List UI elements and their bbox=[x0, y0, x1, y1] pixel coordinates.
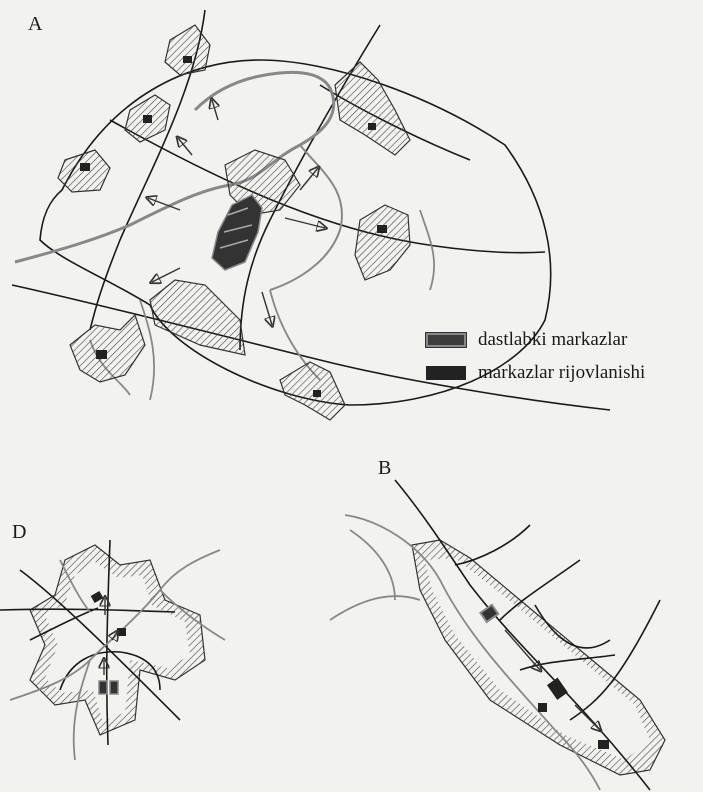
growth-center-a-3 bbox=[80, 163, 90, 171]
district-a-4 bbox=[335, 62, 410, 155]
legend-label-initial-centers: dastlabki markazlar bbox=[478, 329, 627, 351]
arrow-a-2 bbox=[178, 138, 192, 155]
panel-d-map bbox=[0, 540, 225, 760]
legend-item-initial-centers: dastlabki markazlar bbox=[426, 329, 627, 351]
growth-center-d-2 bbox=[117, 628, 126, 636]
arrow-a-5 bbox=[262, 292, 272, 325]
district-a-7 bbox=[280, 362, 345, 420]
panel-d-label: D bbox=[12, 522, 26, 542]
growth-center-a-6 bbox=[96, 350, 107, 359]
panel-a-label: A bbox=[28, 14, 42, 34]
panel-b-label: B bbox=[378, 458, 391, 478]
legend-label-center-growth: markazlar rijovlanishi bbox=[478, 362, 645, 384]
growth-center-a-7 bbox=[313, 390, 321, 397]
growth-center-a-4 bbox=[368, 123, 376, 130]
district-a-1 bbox=[165, 25, 210, 75]
growth-center-b-3 bbox=[598, 740, 609, 749]
arrow-a-6 bbox=[285, 218, 325, 228]
growth-center-a-5 bbox=[377, 225, 387, 233]
growth-center-b-2 bbox=[538, 703, 547, 712]
arrow-a-1 bbox=[212, 100, 218, 120]
road-a-3 bbox=[110, 120, 545, 253]
growth-center-a-1 bbox=[183, 56, 192, 63]
center-growth-swatch bbox=[426, 366, 466, 380]
district-a-8 bbox=[150, 280, 245, 355]
legend-item-center-growth: markazlar rijovlanishi bbox=[426, 362, 645, 384]
district-a-6 bbox=[70, 315, 145, 382]
panel-b-map bbox=[330, 480, 665, 790]
growth-center-a-2 bbox=[143, 115, 152, 123]
initial-centers-swatch bbox=[426, 333, 466, 347]
arrow-a-7 bbox=[300, 168, 318, 190]
district-a-5 bbox=[355, 205, 410, 280]
